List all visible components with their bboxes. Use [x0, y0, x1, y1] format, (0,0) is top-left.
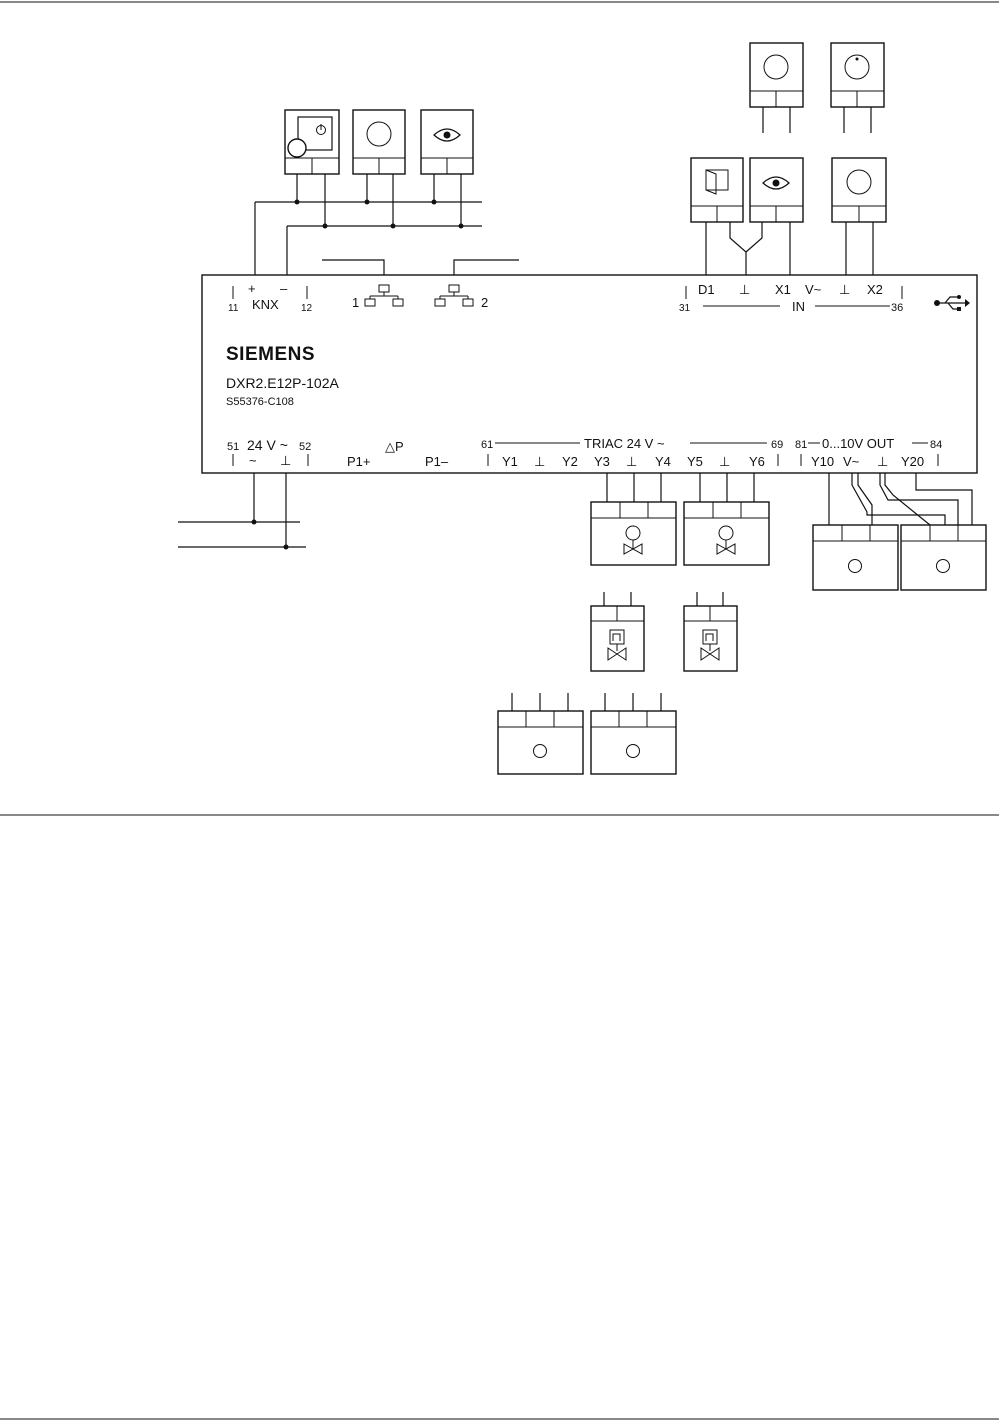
terminal-y3: Y3 [594, 454, 610, 469]
setpoint-dial-icon [844, 54, 870, 80]
terminal-vac: V~ [805, 282, 822, 297]
terminal-x1: X1 [775, 282, 791, 297]
terminal-gnd-1: ⊥ [739, 282, 750, 297]
terminal-y5: Y5 [687, 454, 703, 469]
terminal-y2: Y2 [562, 454, 578, 469]
knx-label: KNX [252, 297, 279, 312]
valve-actuator-icon [716, 525, 736, 555]
input-sensor-top-1 [749, 42, 804, 133]
presence-detector [749, 157, 804, 223]
terminal-51: 51 [227, 441, 239, 453]
presence-sensor-icon [762, 176, 790, 190]
valve-actuator-2 [683, 501, 770, 566]
temperature-sensor-x2 [831, 157, 887, 223]
terminal-31: 31 [679, 303, 691, 314]
window-contact-icon [705, 169, 729, 195]
valve-actuator-1 [590, 501, 677, 566]
terminal-y10: Y10 [811, 454, 834, 469]
analog-actuator-2 [900, 524, 987, 591]
valve-actuator-icon [623, 525, 643, 555]
terminal-gnd-3: ⊥ [534, 454, 545, 469]
actuator-icon [848, 559, 862, 573]
terminal-11: 11 [228, 303, 239, 314]
terminal-plus: + [248, 281, 256, 296]
terminal-y4: Y4 [655, 454, 671, 469]
usb-icon [934, 295, 970, 311]
terminal-tilde: ~ [249, 453, 257, 468]
temperature-sensor-icon [366, 121, 392, 147]
terminal-gnd-6: ⊥ [877, 454, 888, 469]
temperature-sensor-icon [763, 54, 789, 80]
network-1-label: 1 [352, 295, 359, 310]
terminal-gnd-5: ⊥ [719, 454, 730, 469]
input-setpoint-top-2 [830, 42, 885, 133]
terminal-52: 52 [299, 441, 311, 453]
triac-label: TRIAC 24 V ~ [584, 436, 665, 451]
terminal-p1-minus: P1– [425, 454, 449, 469]
output-0-10v-label: 0...10V OUT [822, 436, 894, 451]
article-label: S55376-C108 [226, 396, 294, 408]
terminal-d1: D1 [698, 282, 715, 297]
thermal-actuator-2 [683, 592, 738, 672]
terminal-36: 36 [891, 302, 903, 314]
temperature-sensor-icon [846, 169, 872, 195]
terminal-gnd: ⊥ [280, 453, 291, 468]
controller-housing: SIEMENS DXR2.E12P-102A S55376-C108 [201, 274, 978, 474]
actuator-icon [936, 559, 950, 573]
thermal-actuator-icon [607, 629, 627, 661]
window-contact [690, 157, 744, 223]
terminal-81: 81 [795, 439, 807, 451]
terminal-61: 61 [481, 439, 493, 451]
terminal-vac-2: V~ [843, 454, 860, 469]
top-terminal-strip: 11 + KNX – 12 1 2 31 D1 [228, 281, 970, 314]
terminal-minus: – [280, 281, 288, 296]
terminal-gnd-2: ⊥ [839, 282, 850, 297]
terminal-gnd-4: ⊥ [626, 454, 637, 469]
knx-presence-sensor [420, 109, 474, 175]
actuator-icon [626, 744, 640, 758]
power-supply-wiring [178, 473, 306, 550]
presence-sensor-icon [433, 128, 461, 142]
network-icon: 2 [434, 284, 488, 310]
input-wiring [705, 222, 874, 275]
terminal-12: 12 [301, 303, 313, 314]
knx-temperature-sensor [352, 109, 406, 175]
in-label: IN [792, 299, 805, 314]
terminal-69: 69 [771, 439, 783, 451]
network-icon: 1 [352, 284, 404, 310]
bottom-terminal-strip: 51 24 V ~ 52 ~ ⊥ △P P1+ P1– 61 TRIAC 24 … [227, 436, 942, 469]
generic-actuator-1 [497, 693, 584, 775]
terminal-y6: Y6 [749, 454, 765, 469]
analog-output-wiring [828, 473, 973, 526]
thermal-actuator-1 [590, 592, 645, 672]
network-2-label: 2 [481, 295, 488, 310]
brand-label: SIEMENS [226, 344, 315, 365]
terminal-y1: Y1 [502, 454, 518, 469]
knx-bus-wiring [254, 174, 482, 275]
triac-wiring [606, 473, 755, 502]
terminal-y20: Y20 [901, 454, 924, 469]
terminal-p1-plus: P1+ [347, 454, 371, 469]
model-label: DXR2.E12P-102A [226, 375, 340, 391]
thermal-actuator-icon [700, 629, 720, 661]
generic-actuator-2 [590, 693, 677, 775]
voltage-24v-label: 24 V ~ [247, 437, 288, 453]
actuator-icon [533, 744, 547, 758]
terminal-84: 84 [930, 439, 942, 451]
delta-p-label: △P [385, 439, 404, 454]
room-operator-icon [287, 116, 333, 158]
network-cables [322, 259, 519, 275]
knx-room-operator [284, 109, 340, 175]
analog-actuator-1 [812, 524, 899, 591]
terminal-x2: X2 [867, 282, 883, 297]
